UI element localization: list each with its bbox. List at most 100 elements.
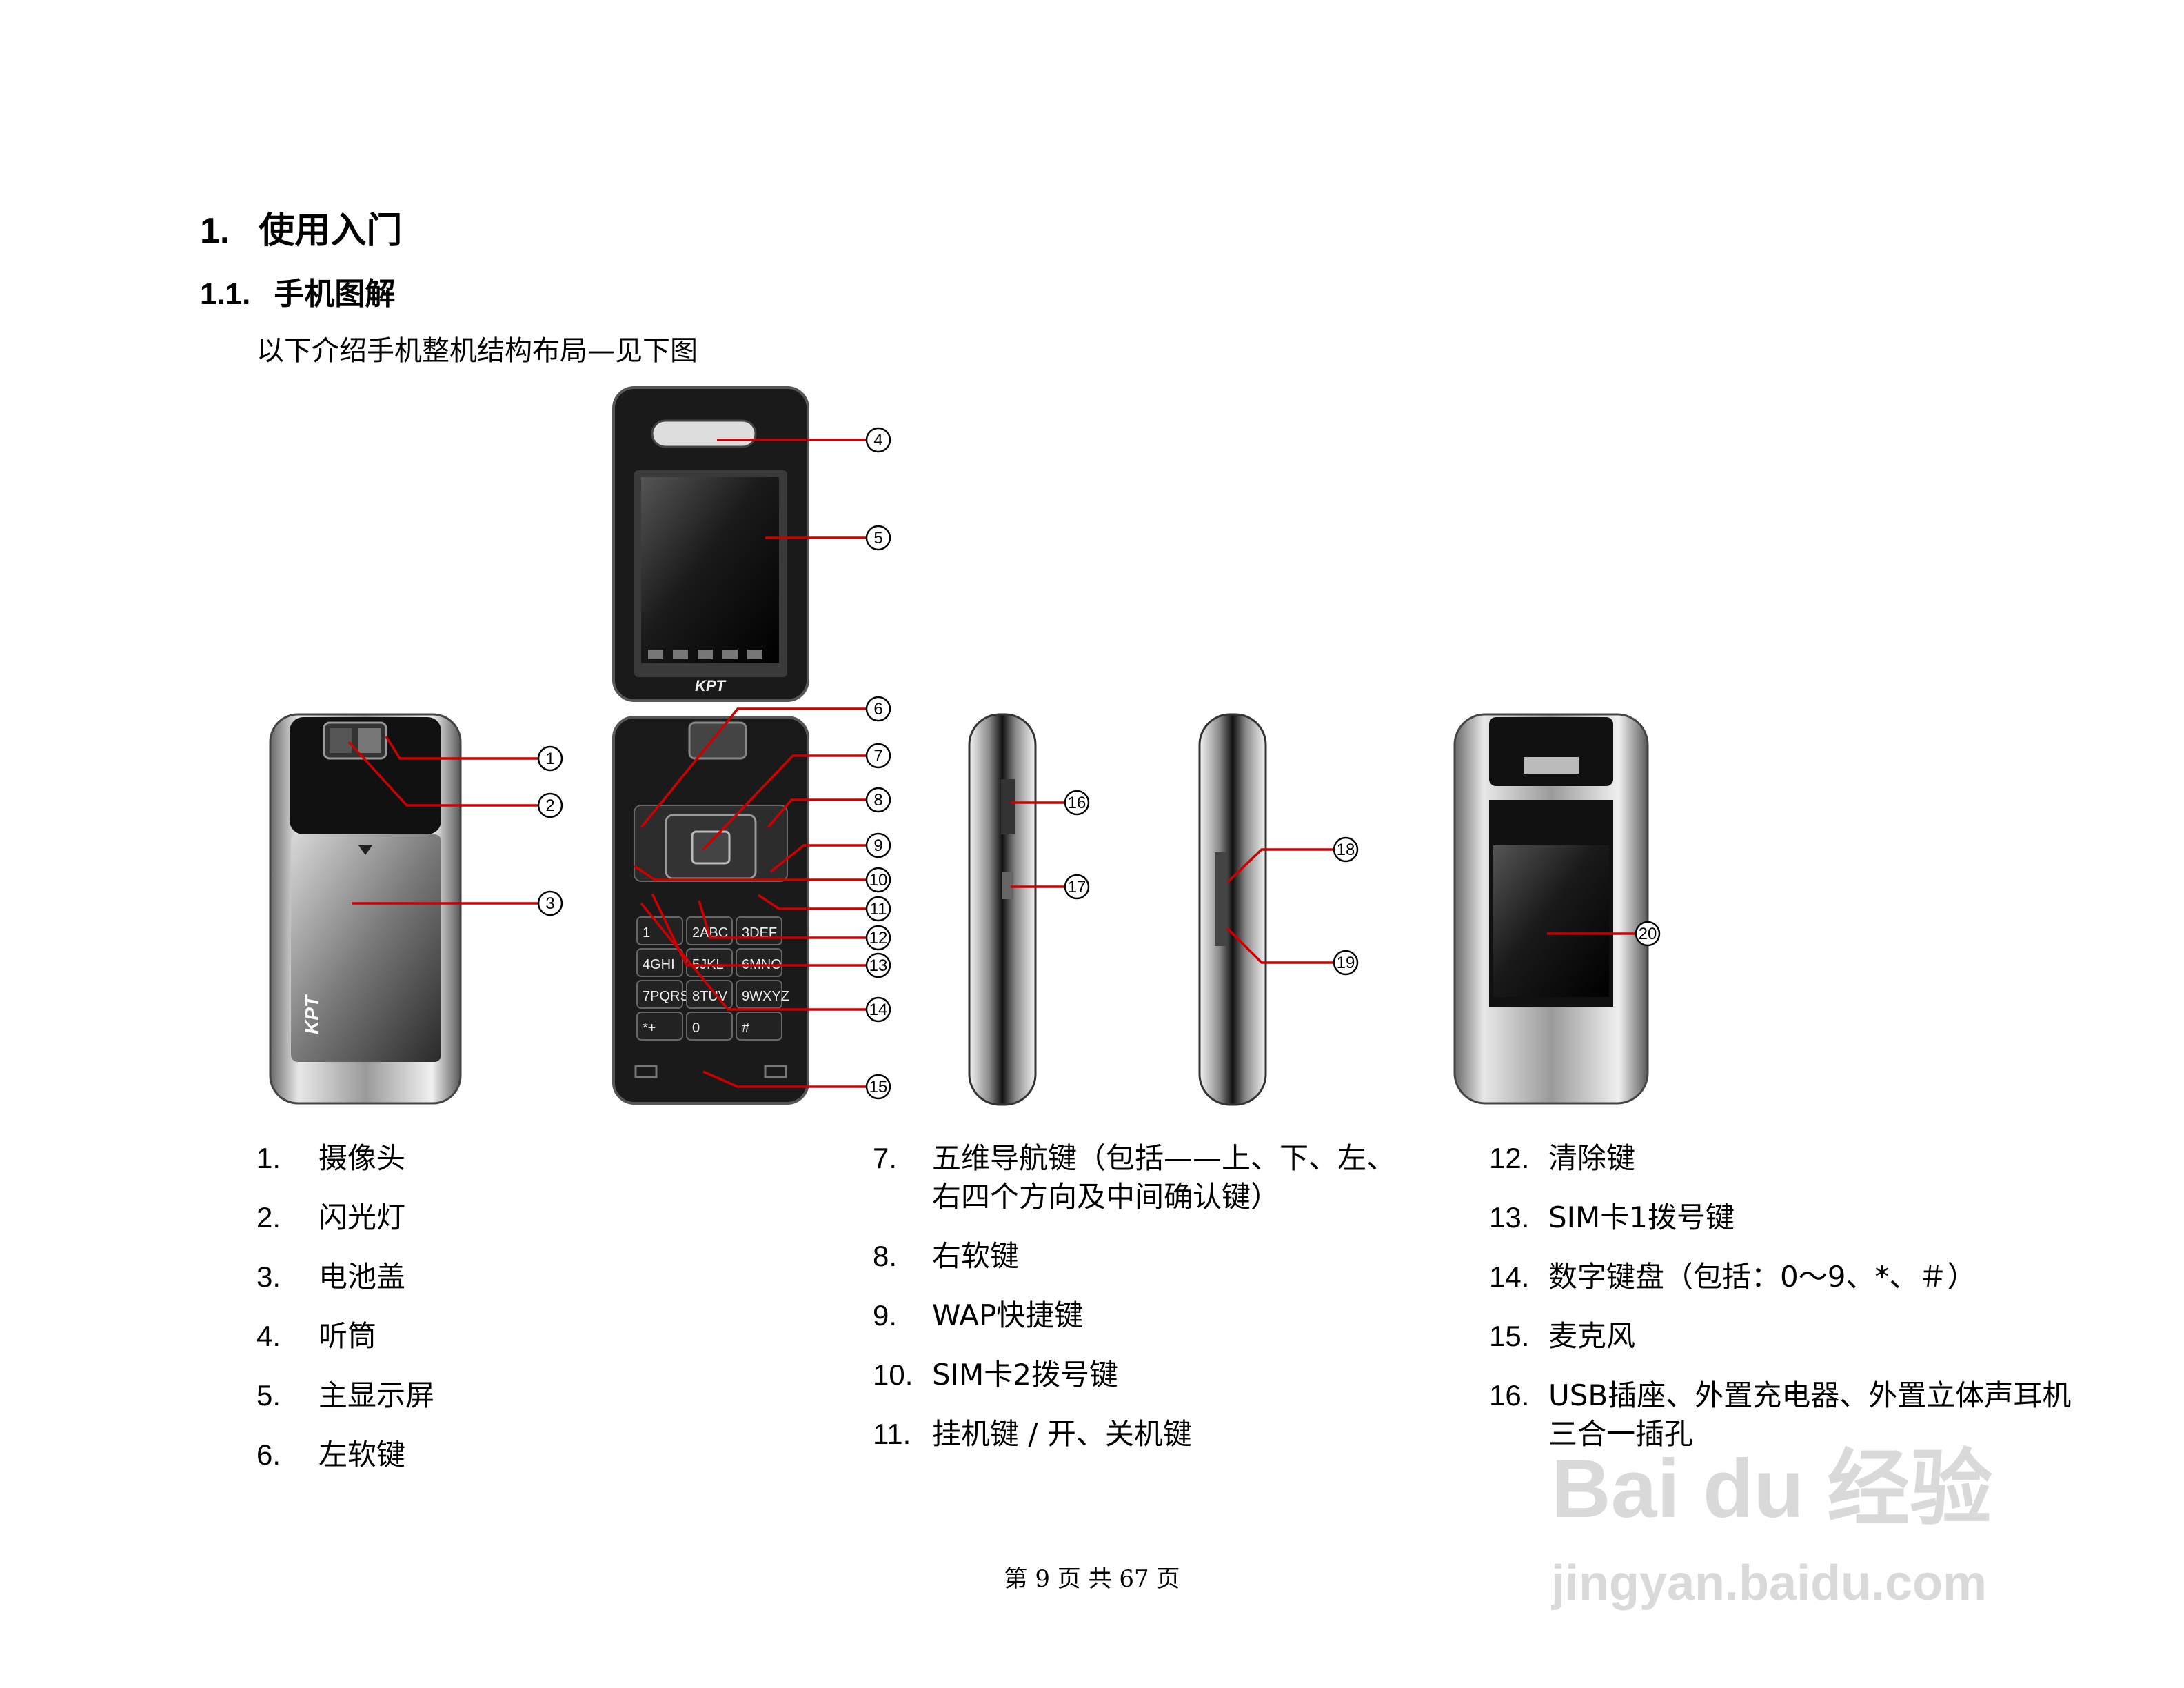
callout-line: [769, 844, 866, 873]
phone-back-view: KPT: [269, 713, 462, 1105]
keypad-key: [636, 1012, 683, 1041]
section-number: 1.: [200, 211, 230, 251]
callout-line: [651, 893, 866, 967]
keypad-key: [736, 948, 782, 977]
callout-marker: [865, 787, 891, 813]
legend-text: SIM卡1拨号键: [1548, 1200, 1735, 1234]
watermark-logo: Bai du 经验: [1551, 1443, 1992, 1535]
subsection-heading: 1.1.手机图解: [200, 269, 395, 313]
phone-closed-view: [1453, 713, 1649, 1105]
callout-line: [698, 900, 866, 939]
intro-text: 以下介绍手机整机结构布局—见下图: [256, 335, 698, 367]
legend-item: 5.主显示屏: [256, 1376, 808, 1415]
callout-marker: [1333, 950, 1359, 976]
callout-number: 1: [545, 750, 554, 768]
legend-number: 9.: [873, 1299, 898, 1332]
legend-number: 7.: [873, 1142, 898, 1174]
callout-number: 15: [869, 1078, 888, 1096]
legend-item: 3. 电池盖: [256, 1258, 808, 1296]
legend-number: 16.: [1489, 1379, 1530, 1411]
keypad-key: [636, 980, 683, 1009]
legend-number: 15.: [1489, 1320, 1530, 1352]
callout-number: 18: [1337, 841, 1355, 859]
keypad-key-label: 0: [692, 1021, 700, 1036]
legend-text: 清除键: [1548, 1141, 1636, 1175]
callout-marker: [865, 696, 891, 722]
legend-number: 13.: [1489, 1201, 1530, 1234]
callout-marker: [865, 832, 891, 858]
callout-number: 9: [873, 836, 882, 855]
callout-number: 2: [545, 796, 554, 815]
callout-number: 10: [869, 871, 888, 890]
callout-marker: [865, 925, 891, 951]
callout-marker: [537, 745, 563, 772]
legend-number: 11.: [873, 1418, 911, 1450]
legend-text: 右软键: [932, 1239, 1020, 1273]
callout-line: [702, 754, 866, 851]
keypad-key: [686, 1012, 733, 1041]
callout-marker: [1064, 874, 1090, 900]
legend-text: 闪光灯: [318, 1200, 406, 1234]
callout-marker: [865, 952, 891, 978]
callout-number: 12: [869, 929, 888, 947]
callout-line: [640, 902, 866, 1011]
callout-number: 14: [869, 1001, 888, 1019]
callout-lines: [347, 439, 1635, 1088]
callout-marker: [537, 890, 563, 916]
callout-marker: [865, 1074, 891, 1100]
callout-number: 3: [545, 894, 554, 913]
legend-item: 10.SIM卡2拨号键: [873, 1356, 1397, 1394]
callout-marker: [865, 867, 891, 893]
phone-side-view-right: [1198, 713, 1267, 1106]
callout-line: [347, 741, 538, 807]
section-title: 使用入门: [259, 210, 403, 252]
legend-item: 11.挂机键 / 开、关机键: [873, 1415, 1397, 1454]
keypad-key-label: 9WXYZ: [742, 989, 789, 1004]
legend-text: 数字键盘（包括：0～9、*、＃）: [1548, 1260, 1976, 1294]
legend-number: 3.: [256, 1260, 281, 1293]
section-heading: 1. 使用入门: [200, 201, 402, 253]
legend-item: 8. 右软键: [873, 1237, 1397, 1276]
legend-number: 10.: [873, 1358, 913, 1391]
callout-number: 4: [873, 431, 882, 450]
legend-number: 6.: [256, 1438, 281, 1471]
callout-marker: [865, 427, 891, 453]
callout-marker: [1333, 836, 1359, 863]
legend-text: 听筒: [318, 1319, 377, 1353]
phone-brand-logo: KPT: [695, 677, 727, 694]
watermark-url: jingyan.baidu.com: [1551, 1556, 1987, 1611]
keypad-key-label: *+: [643, 1021, 656, 1036]
legend-number: 8.: [873, 1240, 898, 1272]
svg-text:KPT: KPT: [301, 994, 323, 1034]
legend-column-2: 7. 五维导航键（包括——上、下、左、右四个方向及中间确认键） 8. 右软键 9.WAP…: [873, 1139, 1397, 1474]
callout-number: 17: [1068, 878, 1086, 896]
callout-number: 19: [1337, 954, 1355, 972]
legend-text: 左软键: [318, 1438, 406, 1471]
legend-text: 麦克风: [1548, 1319, 1636, 1353]
callout-number: 16: [1068, 794, 1086, 812]
legend-text: 电池盖: [318, 1260, 406, 1294]
legend-item: 14. 数字键盘（包括：0～9、*、＃）: [1489, 1258, 2082, 1296]
legend-text: 五维导航键（包括——上、下、左、右四个方向及中间确认键）: [932, 1141, 1396, 1214]
callout-line: [702, 1070, 866, 1088]
callout-number: 6: [873, 700, 882, 719]
callout-line: [1226, 848, 1333, 884]
legend-number: 14.: [1489, 1260, 1530, 1293]
legend-column-3: 12. 清除键 13. SIM卡1拨号键 14. 数字键盘（包括：0～9、*、＃） 15. 麦…: [1489, 1139, 2082, 1474]
legend-item: 9.WAP快捷键: [873, 1296, 1397, 1335]
legend-item: 16.USB插座、外置充电器、外置立体声耳机三合一插孔: [1489, 1376, 2082, 1454]
legend-number: 12.: [1489, 1142, 1530, 1174]
legend-item: 1.摄像头: [256, 1139, 808, 1178]
callout-line: [758, 894, 866, 910]
legend-item: 6. 左软键: [256, 1436, 808, 1474]
callout-number: 13: [869, 956, 888, 975]
callout-marker: [865, 896, 891, 922]
callout-marker: [865, 525, 891, 551]
legend-number: 5.: [256, 1379, 281, 1411]
callout-marker: [1635, 921, 1661, 947]
legend-item: 7. 五维导航键（包括——上、下、左、右四个方向及中间确认键）: [873, 1139, 1397, 1216]
keypad-key: [636, 916, 683, 945]
